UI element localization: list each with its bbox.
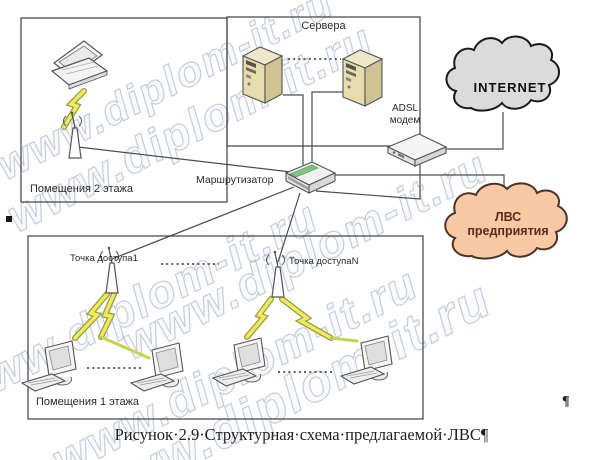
lan-cloud-label: ЛВС предприятия <box>452 210 564 238</box>
wireless-bolts <box>61 88 359 360</box>
lan-cloud-label-line2: предприятия <box>467 224 549 238</box>
server-icon <box>242 46 283 104</box>
link-server2-router <box>311 91 345 165</box>
internet-cloud <box>445 35 560 112</box>
wireless-beam <box>329 336 359 343</box>
floor2-box-label: Помещения 2 этажа <box>30 183 134 195</box>
link-router-ap1 <box>111 186 295 260</box>
servers-box-label: Сервера <box>301 20 346 32</box>
floor1-box <box>27 235 424 420</box>
keyboard-icon <box>212 368 257 387</box>
modem-icon <box>386 133 448 167</box>
access-point-1-label: Точка доступа1 <box>70 253 138 264</box>
lan-cloud <box>444 182 568 260</box>
servers-box <box>226 16 421 147</box>
server-icon <box>342 49 383 107</box>
adsl-modem-label-line1: ADSL <box>391 103 419 114</box>
keyboard-icon <box>340 366 385 385</box>
access-point-icon <box>265 250 286 298</box>
wireless-beam <box>99 335 151 360</box>
link-modem-internet <box>444 112 504 150</box>
keyboard-icon <box>130 373 175 392</box>
link-router-apn <box>277 192 301 263</box>
paragraph-mark: ¶ <box>562 394 570 409</box>
adsl-modem-label: ADSL модем <box>382 103 428 126</box>
link-ap2-router <box>77 146 292 173</box>
router-label: Маршрутизатор <box>196 174 274 186</box>
object-anchor-marker <box>6 216 12 222</box>
figure-caption: Рисунок·2.9·Структурная·схема·предлагаем… <box>0 425 603 445</box>
link-server1-router <box>283 94 304 165</box>
router-icon <box>284 161 337 194</box>
internet-cloud-label: INTERNET <box>473 80 547 95</box>
access-point-n-label: Точка доступаN <box>289 256 359 267</box>
figure-caption-text: Рисунок·2.9·Структурная·схема·предлагаем… <box>114 425 481 444</box>
floor1-box-label: Помещения 1 этажа <box>36 396 140 408</box>
dotted-links <box>87 58 341 373</box>
lan-cloud-label-line1: ЛВС <box>494 210 522 224</box>
paragraph-mark: ¶ <box>480 425 489 444</box>
laptop-icon <box>50 40 109 90</box>
adsl-modem-label-line2: модем <box>389 114 421 126</box>
